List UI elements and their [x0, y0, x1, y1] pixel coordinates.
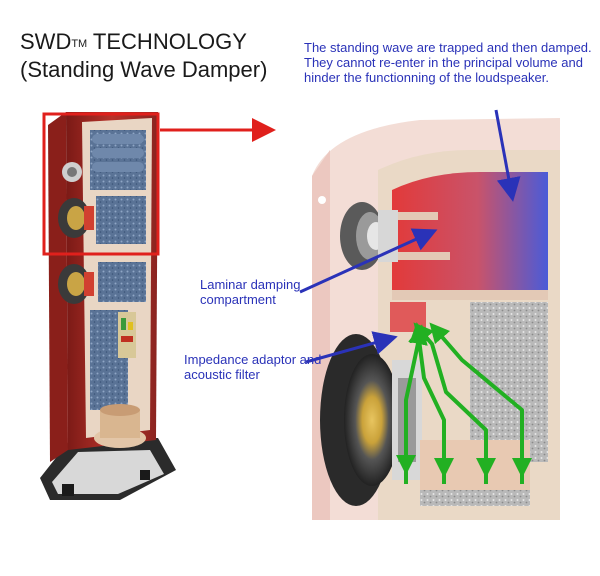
highlight-box	[42, 112, 160, 256]
title-main: SWD	[20, 29, 72, 54]
impedance-callout-arrow	[305, 331, 398, 364]
title-subtitle: (Standing Wave Damper)	[20, 57, 268, 82]
title-rest: TECHNOLOGY	[87, 29, 247, 54]
laminar-annotation: Laminar damping compartment	[200, 277, 301, 307]
standing-wave-annotation: The standing wave are trapped and then d…	[304, 40, 592, 85]
cutaway-detail	[312, 118, 560, 520]
laminar-callout-arrow	[299, 228, 438, 294]
title-trademark: TM	[71, 38, 88, 50]
diagram-title: SWDTM TECHNOLOGY (Standing Wave Damper)	[20, 28, 267, 84]
tower-speaker	[40, 112, 176, 500]
wave-callout-arrow	[494, 109, 521, 202]
impedance-annotation: Impedance adaptor and acoustic filter	[184, 352, 322, 382]
airflow-arrows	[396, 322, 532, 484]
